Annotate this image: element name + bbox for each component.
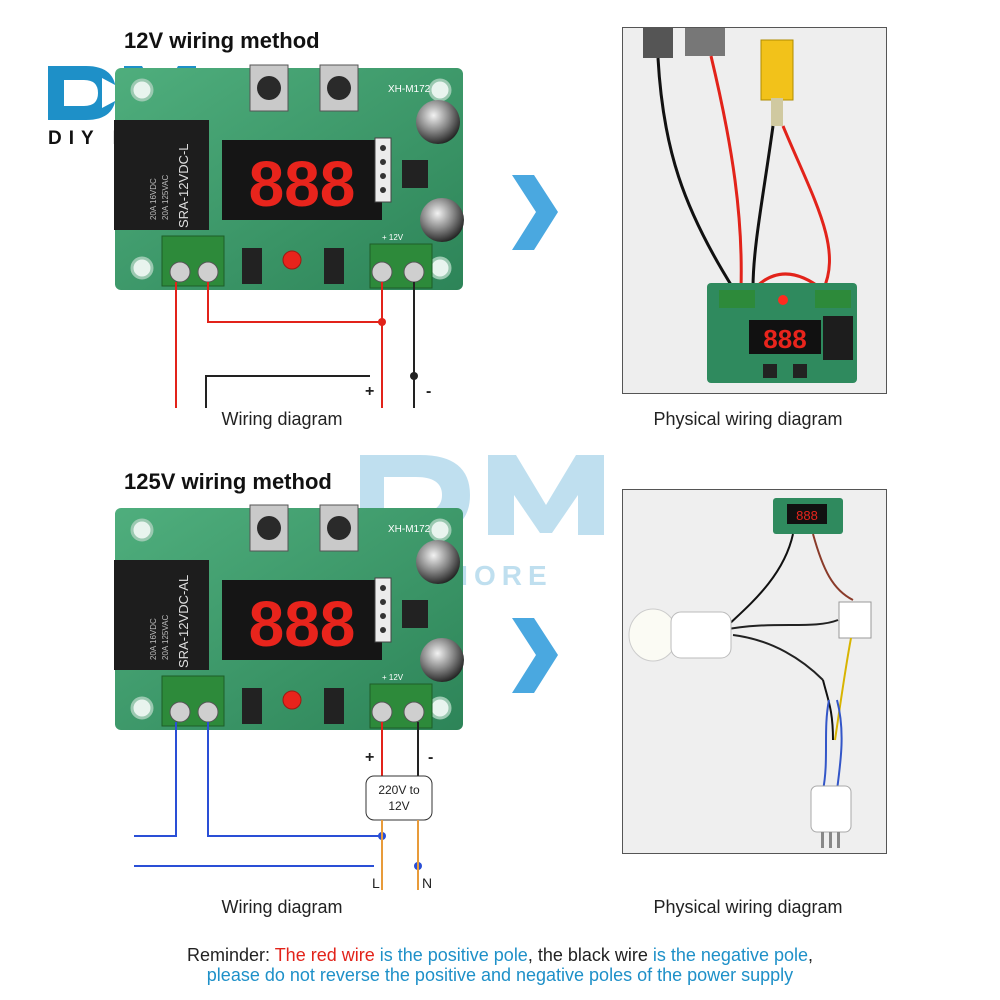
relay-rating-2: 20A 125VAC (161, 615, 170, 660)
converter-box (365, 775, 433, 821)
display-digits: 888 (249, 148, 356, 220)
relay-rating-1: 20A 16VDC (149, 618, 158, 660)
wire-red-jumper (207, 282, 382, 323)
terminal-label: + 12V (382, 233, 404, 242)
reminder-line-2: please do not reverse the positive and n… (206, 965, 794, 985)
board-diagram-125v: XH-M172 SRA-12VDC-AL 20A 16VDC 20A 125VA… (114, 504, 464, 891)
relay-rating-2: 20A 125VAC (161, 175, 170, 220)
reminder-line-1: Reminder: The red wire is the positive p… (0, 944, 1000, 966)
physical-wiring-photo-125v: 888 (622, 489, 887, 854)
physical-caption-125v: Physical wiring diagram (653, 897, 843, 917)
wire-blue-load-1 (134, 722, 177, 837)
board-model-label: XH-M172 (388, 84, 431, 95)
wire-blue-load-2 (207, 722, 382, 837)
wiring-diagram-caption-12v: Wiring diagram (221, 409, 343, 429)
relay-label: SRA-12VDC-L (176, 143, 191, 228)
terminal-label: + 12V (382, 673, 404, 682)
minus-label: - (428, 749, 433, 766)
seven-segment-display (222, 580, 382, 660)
section-12v-title: 12V wiring method (124, 28, 320, 53)
wire-black-load (205, 375, 370, 408)
minus-label: - (426, 383, 431, 400)
photo-display-digits: 888 (763, 324, 806, 354)
relay-block (114, 560, 209, 670)
reminder-comma: , (808, 945, 814, 965)
chevron-right-icon (512, 175, 558, 250)
reminder-red-wire: The red wire (274, 945, 375, 965)
relay-rating-1: 20A 16VDC (149, 178, 158, 220)
reminder-negative: is the negative pole (652, 945, 808, 965)
chevron-right-icon (512, 618, 558, 693)
reminder-prefix: Reminder: (186, 945, 275, 965)
converter-line2: 12V (388, 799, 409, 813)
neutral-label: N (422, 875, 432, 891)
relay-block (114, 120, 209, 230)
section-125v-title: 125V wiring method (124, 469, 332, 494)
plus-label: + (365, 383, 374, 400)
display-digits: 888 (249, 588, 356, 660)
line-label: L (372, 875, 380, 891)
board-model-label: XH-M172 (388, 524, 431, 535)
photo2-display-digits: 888 (796, 508, 818, 523)
physical-caption-12v: Physical wiring diagram (653, 409, 843, 429)
physical-wiring-photo-12v: 888 (622, 27, 887, 394)
reminder-black-wire: , the black wire (527, 945, 653, 965)
seven-segment-display (222, 140, 382, 220)
converter-line1: 220V to (378, 783, 420, 797)
plus-label: + (365, 749, 374, 766)
relay-label: SRA-12VDC-AL (176, 575, 191, 668)
reminder-positive: is the positive pole (374, 945, 528, 965)
board-diagram-12v: XH-M172 SRA-12VDC-L 20A 16VDC 20A 125VAC… (114, 64, 464, 408)
wiring-diagram-caption-125v: Wiring diagram (221, 897, 343, 917)
